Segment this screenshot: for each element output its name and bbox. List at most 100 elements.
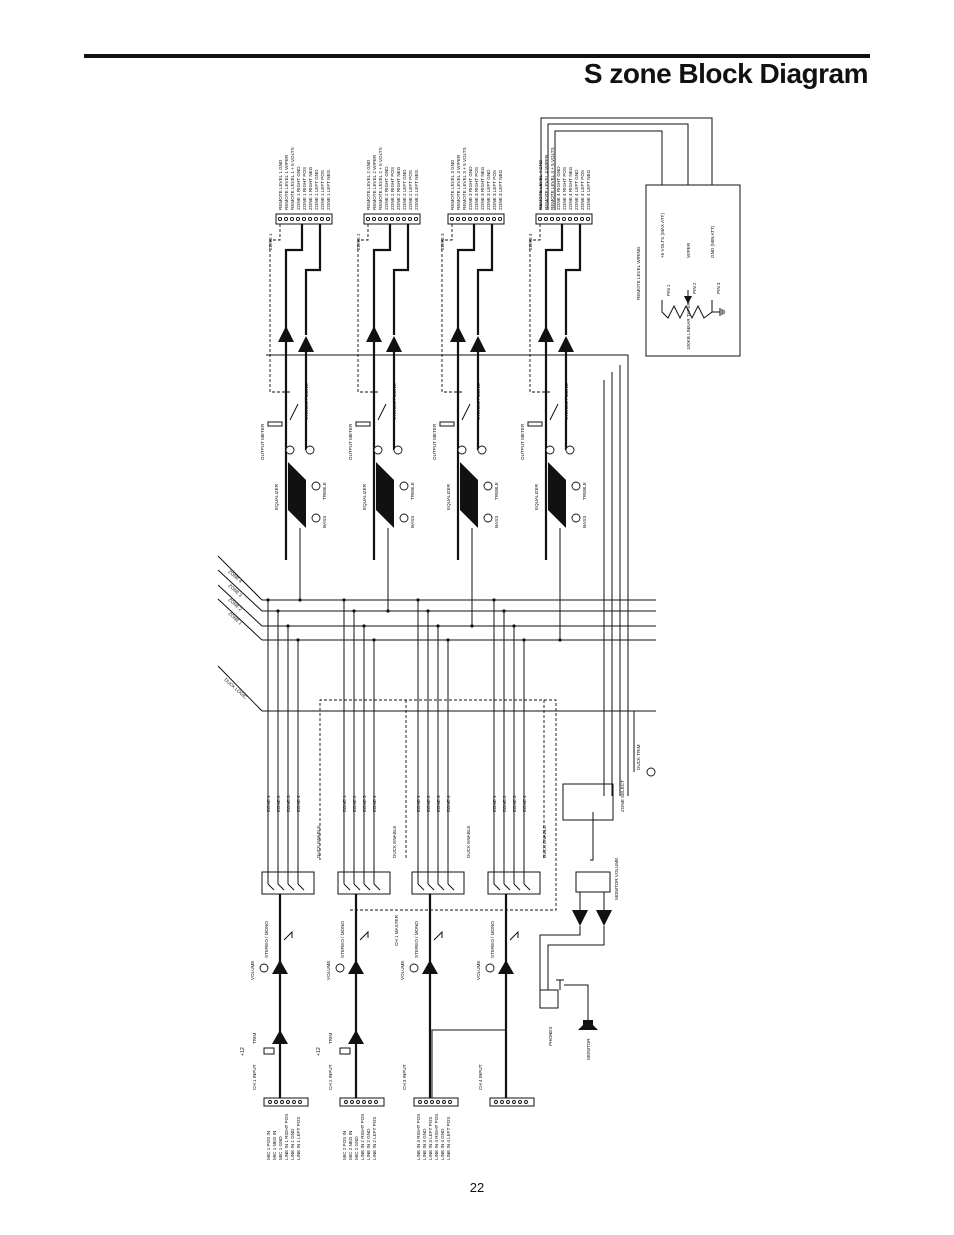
zone-assign-label: ZONE 1 — [342, 795, 347, 812]
zone-assign-label: ZONE 4 — [296, 795, 301, 812]
bus-node — [470, 624, 474, 628]
bus-node — [512, 624, 516, 628]
amp-left — [386, 336, 402, 352]
channel-input-label: CH 3 INPUT — [402, 1064, 407, 1090]
stereo-mono-switch — [377, 403, 387, 421]
bus-node — [436, 624, 440, 628]
channel-stereo-switch — [283, 930, 293, 941]
channel-pin-label: LINE IN 1 LEFT POS — [296, 1117, 301, 1160]
connector-pin — [455, 216, 461, 222]
volume-amp — [348, 960, 364, 974]
bus-node — [266, 598, 270, 602]
channel-pin-label: LINE IN 2 RIGHT POS — [360, 1114, 365, 1160]
preamp — [348, 1030, 364, 1044]
treble-knob — [483, 481, 493, 491]
duck-enable-label: DUCK ENABLE — [316, 826, 321, 858]
zone-pin-label: ZONE 2 RIGHT NEG — [396, 166, 401, 210]
connector-pin — [561, 216, 567, 222]
zone-assign-label: ZONE 4 — [446, 795, 451, 812]
channel-input-label: CH 1 INPUT — [252, 1064, 257, 1090]
zone-assign-label: ZONE 3 — [286, 795, 291, 812]
output-meter — [355, 421, 371, 427]
zone-pin-label: ZONE 3 RIGHT NEG — [480, 166, 485, 210]
connector-pin — [292, 1100, 296, 1104]
zone-label: ZONE 1 — [268, 233, 273, 250]
trim-label: TRIM — [328, 1033, 333, 1044]
bus-node — [522, 638, 526, 642]
zone-pin-label: REMOTE LEVEL 3 WIPER — [456, 154, 461, 210]
channel-input-label: CH 4 INPUT — [478, 1064, 483, 1090]
connector-pin — [280, 1100, 284, 1104]
plus12-label: +12 — [316, 1047, 322, 1056]
channel-pin-label: LINE IN 2 GND — [366, 1128, 371, 1160]
connector-pin — [344, 1100, 348, 1104]
zone-pin-label: REMOTE LEVEL 1 GND — [278, 159, 283, 210]
duck-trim-label: DUCK TRIM — [636, 744, 641, 770]
zone-right-wire — [372, 224, 392, 330]
zone-pin-label: ZONE 3 LEFT NEG — [498, 169, 503, 210]
connector-pin — [485, 216, 491, 222]
zone-assign-switch — [297, 883, 305, 891]
amp-left — [558, 336, 574, 352]
connector-pin — [430, 1100, 434, 1104]
connector-pin — [448, 1100, 452, 1104]
connector-pin — [389, 216, 395, 222]
zone-pin-label: ZONE 1 LEFT POS — [320, 170, 325, 210]
zone-assign-switch — [267, 883, 275, 891]
channel-pin-label: MIC 1 GND — [278, 1136, 283, 1160]
zone-assign-label: ZONE 1 — [266, 795, 271, 812]
bus-node — [492, 598, 496, 602]
bus-node — [352, 609, 356, 613]
bus-node — [558, 638, 562, 642]
zone-pin-label: ZONE 1 LEFT GND — [314, 169, 319, 210]
connector-pin — [506, 1100, 510, 1104]
channel-pin-label: MIC 1 POS IN — [266, 1131, 271, 1160]
zone-pin-label: ZONE 1 RIGHT NEG — [308, 166, 313, 210]
monitor-label: MONITOR — [586, 1038, 591, 1060]
connector-pin — [395, 216, 401, 222]
zone-assign-switch — [287, 883, 295, 891]
zone-right-wire — [284, 224, 304, 330]
channel-pin-label: LINE IN 3 RIGHT POS — [416, 1114, 421, 1160]
zone-pin-label: ZONE 3 RIGHT GND — [468, 166, 473, 210]
bass-knob — [311, 513, 321, 523]
zone-assign-label: ZONE 3 — [512, 795, 517, 812]
zone-assign-label: ZONE 2 — [276, 795, 281, 812]
level-knob — [373, 445, 383, 455]
equalizer-block — [376, 462, 394, 528]
equalizer-label: EQUALIZER — [534, 483, 539, 510]
connector-pin — [298, 1100, 302, 1104]
connector-pin — [362, 1100, 366, 1104]
bus-node — [298, 598, 302, 602]
zone-pin-label: ZONE 4 RIGHT GND — [556, 166, 561, 210]
output-meter — [527, 421, 543, 427]
bus-node — [296, 638, 300, 642]
zone-assign-label: ZONE 2 — [426, 795, 431, 812]
bus-node — [426, 609, 430, 613]
zone-left-wire — [476, 224, 494, 335]
channel-stereo-switch — [509, 930, 519, 941]
equalizer-label: EQUALIZER — [362, 483, 367, 510]
treble-knob — [311, 481, 321, 491]
bus-node — [286, 624, 290, 628]
connector-pin — [377, 216, 383, 222]
input-connector — [339, 1097, 385, 1107]
level-knob — [545, 445, 555, 455]
volume-amp — [498, 960, 514, 974]
treble-label: TREBLE — [582, 482, 587, 500]
output-meter-label: OUTPUT METER — [432, 423, 437, 460]
bus-zone4-label: ZONE 4 — [227, 569, 243, 584]
zone-assign-switch — [363, 883, 371, 891]
remote-pot-label: 100KB LINEAR TAPER — [686, 301, 691, 350]
amp-right — [538, 326, 554, 342]
remote-level-wire — [441, 224, 462, 393]
zone-pin-label: ZONE 4 LEFT NEG — [586, 169, 591, 210]
preamp — [272, 1030, 288, 1044]
equalizer-label: EQUALIZER — [274, 483, 279, 510]
remote-pin2-label: PIN 2 — [692, 282, 697, 294]
zone-assign-switch — [277, 883, 285, 891]
zone-pin-label: REMOTE LEVEL 4 + 5 VOLTS — [550, 147, 555, 210]
